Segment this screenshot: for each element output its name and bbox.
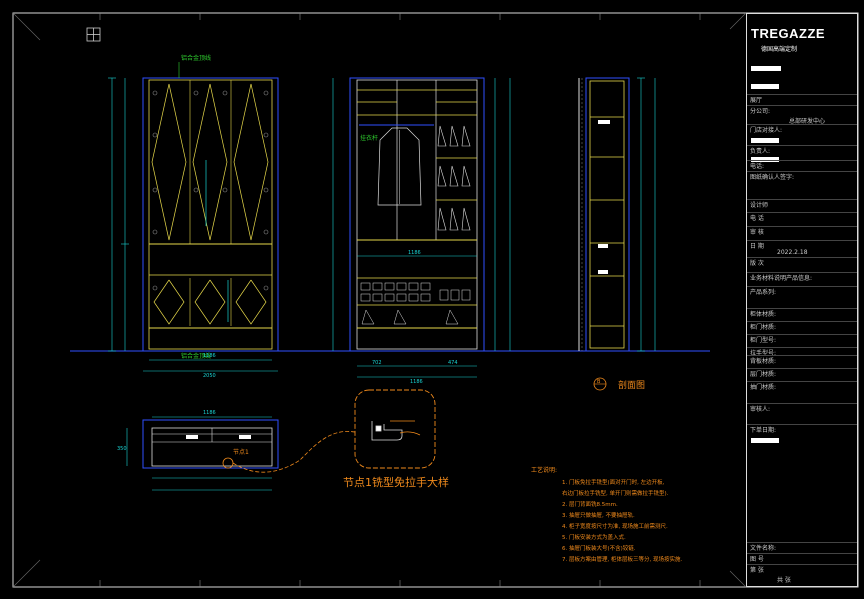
tb-branch-label: 分公司: bbox=[750, 108, 771, 115]
tb-product-info-text: 业务材料说明产品信息: bbox=[750, 275, 813, 282]
front-elevation bbox=[108, 77, 279, 372]
interior-elevation bbox=[332, 77, 511, 378]
note-5: 5. 门板安装方式为盖入式. bbox=[562, 533, 626, 541]
tb-store-owner: 负责人: bbox=[747, 145, 857, 156]
tb-door-material-text: 柜门材质: bbox=[750, 324, 777, 331]
tb-store-contact-text: 门店对接人: bbox=[750, 127, 783, 134]
tb-backplate: 背板材质: bbox=[747, 355, 857, 366]
plan-view bbox=[126, 416, 279, 491]
node-detail-title: 节点1铣型免拉手大样 bbox=[343, 475, 449, 489]
tb-total: 共 张 bbox=[777, 577, 791, 584]
redacted-bar bbox=[751, 66, 781, 71]
label-node-1: 节点1 bbox=[233, 448, 249, 456]
section-marker: B 剖面图 bbox=[593, 377, 645, 391]
tb-review-text: 审 核 bbox=[750, 229, 764, 236]
tb-drawing-name-text: 文件名称: bbox=[750, 545, 777, 552]
tb-store-owner-text: 负责人: bbox=[750, 148, 771, 155]
drawing-border bbox=[12, 12, 859, 588]
dim-interior-a: 702 bbox=[372, 360, 382, 366]
svg-text:B: B bbox=[597, 379, 601, 385]
tb-door-color-text: 抽门材质: bbox=[750, 384, 777, 391]
section-view bbox=[578, 77, 656, 352]
tb-designer: 设计师 bbox=[747, 199, 857, 210]
dim-interior-b: 474 bbox=[448, 360, 458, 366]
dim-interior-overall: 1186 bbox=[410, 379, 423, 385]
tb-cabinet-material-text: 柜体材质: bbox=[750, 311, 777, 318]
tb-sheet-no: 第 张 bbox=[747, 564, 857, 575]
tb-fit-material-text: 层门材质: bbox=[750, 371, 777, 378]
tb-fit-material: 层门材质: bbox=[747, 368, 857, 379]
note-4: 4. 柜子宽度按尺寸为准, 现场施工前需测尺. bbox=[562, 522, 668, 530]
note-7: 7. 层板方案由管理, 柜体层板三等分, 现场按实施. bbox=[562, 555, 682, 563]
tb-handle-model-text: 拉手型号: bbox=[750, 350, 777, 357]
section-title: 剖面图 bbox=[618, 379, 645, 391]
tb-designer-text: 设计师 bbox=[750, 202, 769, 209]
tb-confirm: 图纸确认人签字: bbox=[747, 171, 857, 182]
note-2: 2. 层门背面铣8.5mm. bbox=[562, 500, 618, 508]
tb-branch-value: 总部研发中心 bbox=[789, 118, 826, 125]
brand-subtitle: 德国高端定制 bbox=[761, 46, 798, 53]
redacted-bar bbox=[751, 84, 779, 89]
tb-phone: 电话: bbox=[747, 160, 857, 171]
tb-tel: 电 话 bbox=[747, 212, 857, 223]
tb-reviewer: 审核人: bbox=[747, 403, 857, 414]
tb-product-series: 产品系列: bbox=[747, 286, 857, 297]
dim-plan-depth: 350 bbox=[117, 446, 127, 452]
tb-cabinet-material: 柜体材质: bbox=[747, 308, 857, 319]
tb-space-text: 展厅 bbox=[750, 97, 763, 104]
brand-logo: TREGAZZE bbox=[751, 26, 826, 41]
tb-product-series-text: 产品系列: bbox=[750, 289, 777, 296]
tb-order-date: 下单日期: bbox=[747, 424, 857, 435]
tb-product-info: 业务材料说明产品信息: bbox=[747, 272, 857, 283]
tb-drawing-no: 图 号 bbox=[747, 553, 857, 564]
tb-handle-model: 拉手型号: bbox=[747, 347, 857, 358]
node-leader bbox=[232, 431, 356, 473]
redacted-bar bbox=[751, 138, 779, 143]
dim-front-width: 1186 bbox=[203, 353, 216, 359]
tb-reviewer-text: 审核人: bbox=[750, 406, 771, 413]
tb-confirm-text: 图纸确认人签字: bbox=[750, 174, 795, 181]
redacted-bar bbox=[751, 438, 779, 443]
tb-order-date-text: 下单日期: bbox=[750, 427, 777, 434]
note-6: 6. 抽屉门板装大号(不含)铰链. bbox=[562, 544, 636, 552]
tb-date-value: 2022.2.18 bbox=[777, 249, 808, 256]
label-hanger: 挂衣杆 bbox=[360, 134, 378, 142]
redacted-bar bbox=[751, 157, 779, 162]
tb-space: 展厅 bbox=[747, 94, 857, 105]
tb-door-model: 柜门型号: bbox=[747, 334, 857, 345]
process-notes: 工艺说明: 1. 门板免拉手铣型(面对开门时, 左边开板, 右边门板拉手铣型, … bbox=[531, 466, 682, 563]
frame-ticks bbox=[99, 13, 701, 587]
tb-store-contact: 门店对接人: bbox=[747, 124, 857, 135]
tb-drawing-no-text: 图 号 bbox=[750, 556, 764, 563]
tb-date: 日 期 bbox=[747, 240, 857, 251]
node-detail-bubble bbox=[354, 389, 436, 469]
tb-sheet-no-text: 第 张 bbox=[750, 567, 764, 574]
dim-front-overall: 2050 bbox=[203, 373, 216, 379]
tb-door-model-text: 柜门型号: bbox=[750, 337, 777, 344]
tb-version: 版 次 bbox=[747, 257, 857, 268]
dim-interior-width: 1186 bbox=[408, 250, 421, 256]
label-bottom-trim: 铝合金顶线 bbox=[181, 352, 211, 360]
title-block: TREGAZZE 德国高端定制 展厅 分公司: 总部研发中心 门店对接人: 负责… bbox=[746, 13, 858, 587]
note-1b: 右边门板拉手铣型, 单开门则需做拉手铣型). bbox=[562, 489, 669, 497]
tb-tel-text: 电 话 bbox=[750, 215, 764, 222]
dim-plan-width: 1186 bbox=[203, 410, 216, 416]
tb-date-label: 日 期 bbox=[750, 243, 764, 250]
tb-phone-text: 电话: bbox=[750, 163, 765, 170]
tb-door-material: 柜门材质: bbox=[747, 321, 857, 332]
note-3: 3. 抽屉只做抽屉, 不要抽屉轨. bbox=[562, 511, 635, 519]
notes-title: 工艺说明: bbox=[531, 466, 557, 474]
tb-branch: 分公司: bbox=[747, 105, 857, 116]
tb-version-text: 版 次 bbox=[750, 260, 764, 267]
label-top-trim: 铝合金顶线 bbox=[181, 54, 211, 62]
corner-markers bbox=[12, 12, 747, 588]
node-detail-drawing bbox=[371, 420, 421, 441]
tb-drawing-name: 文件名称: bbox=[747, 542, 857, 553]
crosshair-icon bbox=[86, 27, 101, 42]
tb-door-color: 抽门材质: bbox=[747, 381, 857, 392]
tb-backplate-text: 背板材质: bbox=[750, 358, 777, 365]
note-1: 1. 门板免拉手铣型(面对开门时, 左边开板, bbox=[562, 478, 665, 486]
tb-review: 审 核 bbox=[747, 226, 857, 237]
